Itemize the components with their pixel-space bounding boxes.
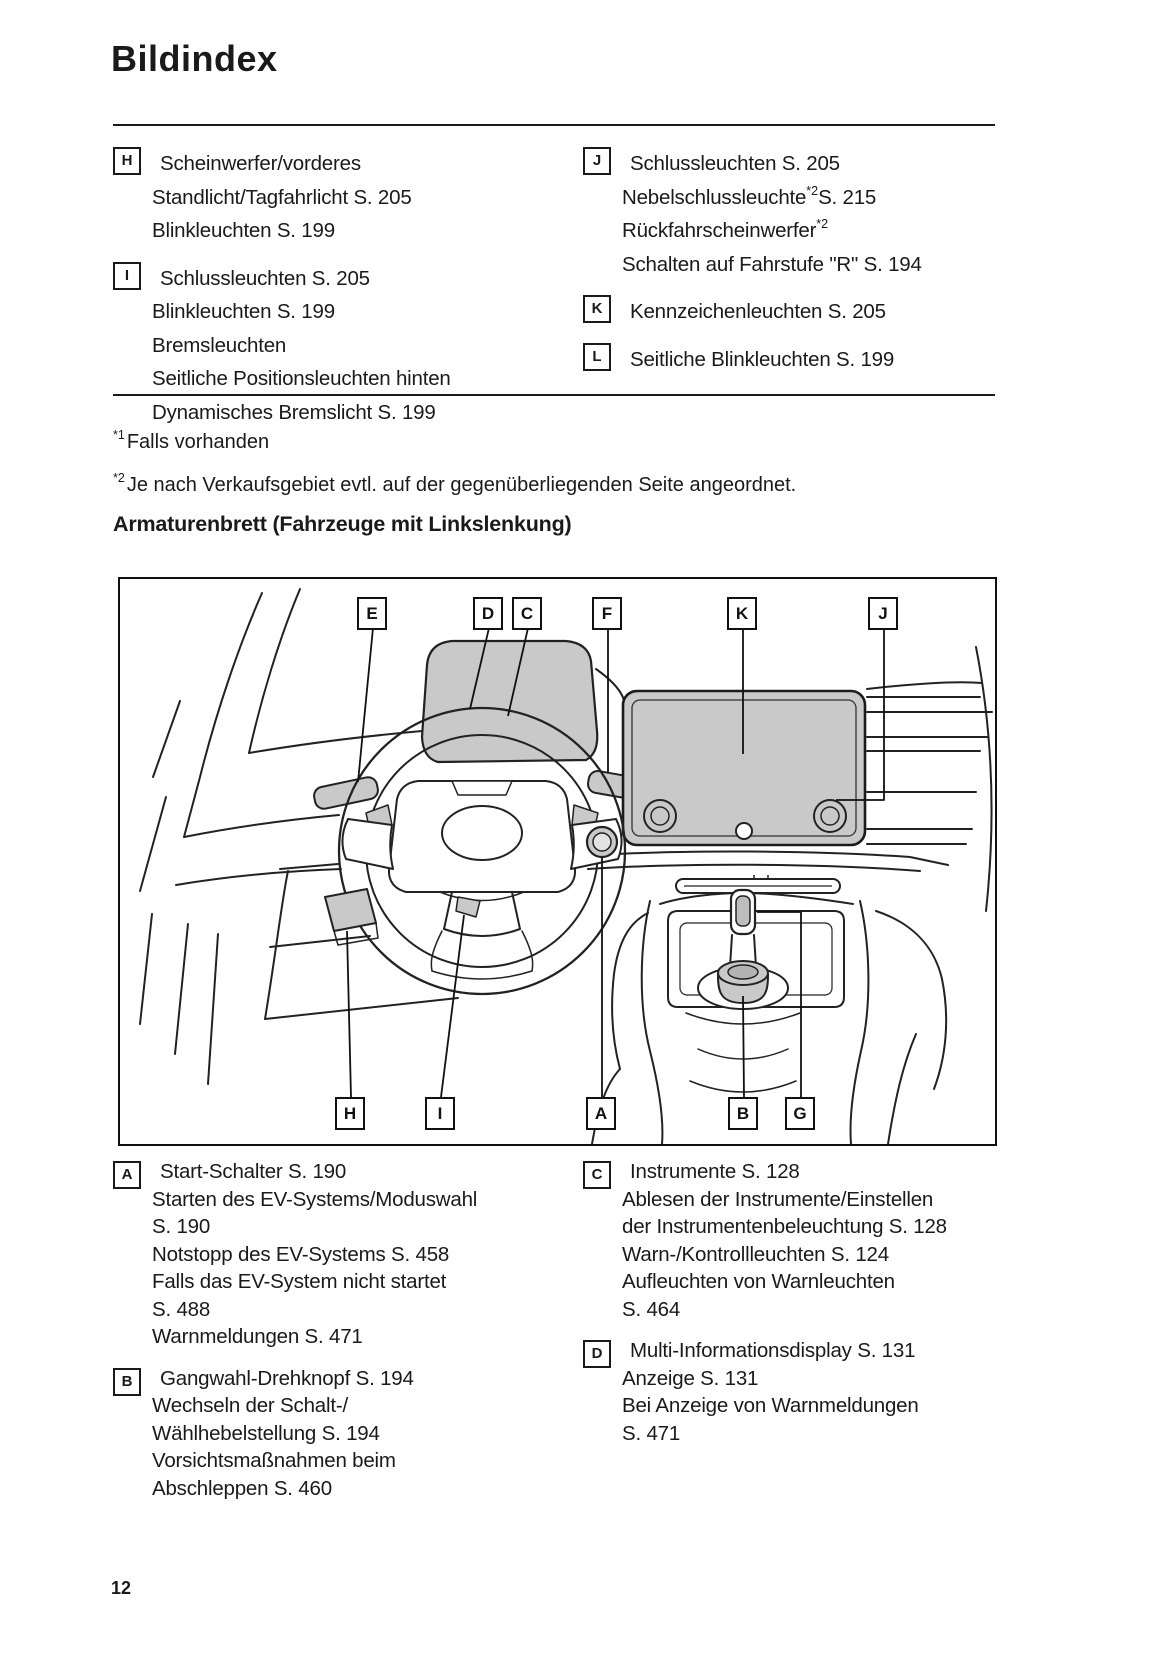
- dashboard-diagram: E D C F K J H I A B G: [118, 577, 997, 1146]
- gear-selector-knob: [697, 960, 789, 1010]
- index-line: Dynamisches Bremslicht S. 199: [152, 400, 436, 424]
- light-control-panel: [324, 888, 379, 946]
- index-line: Start-Schalter S. 190: [160, 1160, 347, 1183]
- letter-badge-d: D: [583, 1340, 611, 1368]
- index-entry-a: A Start-Schalter S. 190 Starten des EV-S…: [113, 1158, 553, 1351]
- dashboard-illustration: [139, 588, 993, 1144]
- index-line: Schlussleuchten S. 205: [160, 266, 370, 290]
- left-stalk: [313, 776, 379, 810]
- letter-badge-j: J: [583, 147, 611, 175]
- leader-lines: [346, 627, 885, 1098]
- controls-index-right-column: C Instrumente S. 128 Ablesen der Instrum…: [583, 1158, 1023, 1461]
- callout-b: B: [728, 1097, 758, 1130]
- index-line: Falls das EV-System nicht startet: [152, 1270, 447, 1293]
- callout-j: J: [868, 597, 898, 630]
- divider-top: [113, 124, 995, 126]
- park-switch: [729, 888, 757, 936]
- index-line: der Instrumentenbeleuchtung S. 128: [622, 1215, 947, 1238]
- center-air-vent: [675, 875, 841, 894]
- callout-g: G: [785, 1097, 815, 1130]
- callout-c: C: [512, 597, 542, 630]
- index-line: Seitliche Positionsleuchten hinten: [152, 367, 451, 390]
- index-line: Abschleppen S. 460: [152, 1476, 332, 1500]
- divider-bottom: [113, 394, 995, 396]
- section-heading: Armaturenbrett (Fahrzeuge mit Linkslenku…: [113, 512, 572, 536]
- index-line: Ablesen der Instrumente/Einstellen: [622, 1187, 934, 1211]
- lights-index-right-column: J Schlussleuchten S. 205 Nebelschlussleu…: [583, 144, 1023, 387]
- index-entry-d: D Multi-Informationsdisplay S. 131 Anzei…: [583, 1337, 1023, 1447]
- lights-index-left-column: H Scheinwerfer/vorderes Standlicht/Tagfa…: [113, 144, 553, 440]
- index-line: Instrumente S. 128: [630, 1160, 800, 1183]
- letter-badge-k: K: [583, 295, 611, 323]
- callout-e: E: [357, 597, 387, 630]
- callout-h: H: [335, 1097, 365, 1130]
- letter-badge-l: L: [583, 342, 611, 371]
- index-line: Schlussleuchten S. 205: [630, 152, 840, 175]
- index-line: S. 190: [152, 1215, 211, 1238]
- index-line: Multi-Informationsdisplay S. 131: [630, 1339, 916, 1362]
- callout-i: I: [425, 1097, 455, 1130]
- index-line: Wählhebelstellung S. 194: [152, 1421, 380, 1445]
- index-entry-c: C Instrumente S. 128 Ablesen der Instrum…: [583, 1158, 1023, 1323]
- index-line: Gangwahl-Drehknopf S. 194: [160, 1366, 414, 1390]
- letter-badge-h: H: [113, 147, 141, 175]
- index-line: Blinkleuchten S. 199: [152, 300, 335, 323]
- callout-k: K: [727, 597, 757, 630]
- index-line: Seitliche Blinkleuchten S. 199: [630, 347, 895, 371]
- index-entry-k: K Kennzeichenleuchten S. 205: [583, 292, 1023, 326]
- start-switch: [585, 825, 619, 859]
- index-line: Bei Anzeige von Warnmeldungen: [622, 1394, 919, 1417]
- index-entry-j: J Schlussleuchten S. 205 Nebelschlussleu…: [583, 144, 1023, 278]
- index-line: Scheinwerfer/vorderes: [160, 152, 361, 175]
- infotainment-display: [621, 689, 867, 847]
- instrument-cluster: [420, 639, 599, 764]
- index-line: S. 464: [622, 1297, 681, 1321]
- page-title: Bildindex: [111, 38, 278, 79]
- index-line: Vorsichtsmaßnahmen beim: [152, 1449, 396, 1472]
- index-line: Wechseln der Schalt-/: [152, 1394, 348, 1417]
- index-entry-l: L Seitliche Blinkleuchten S. 199: [583, 340, 1023, 374]
- index-line: Nebelschlussleuchte*2S. 215: [622, 183, 877, 209]
- controls-index-left-column: A Start-Schalter S. 190 Starten des EV-S…: [113, 1158, 553, 1516]
- index-line: Starten des EV-Systems/Moduswahl: [152, 1187, 478, 1211]
- index-line: Aufleuchten von Warnleuchten: [622, 1270, 895, 1293]
- index-line: S. 488: [152, 1297, 211, 1321]
- letter-badge-b: B: [113, 1367, 141, 1396]
- letter-badge-c: C: [583, 1161, 611, 1189]
- index-line: Notstopp des EV-Systems S. 458: [152, 1242, 450, 1266]
- controls-index: A Start-Schalter S. 190 Starten des EV-S…: [113, 1158, 995, 1518]
- callout-d: D: [473, 597, 503, 630]
- index-line: Schalten auf Fahrstufe "R" S. 194: [622, 252, 922, 276]
- index-line: Blinkleuchten S. 199: [152, 219, 335, 242]
- page-number: 12: [111, 1578, 132, 1598]
- body-lines: [139, 588, 993, 1144]
- index-line: Bremsleuchten: [152, 333, 287, 357]
- letter-badge-i: I: [113, 261, 141, 290]
- index-line: S. 471: [622, 1421, 681, 1445]
- lights-index: H Scheinwerfer/vorderes Standlicht/Tagfa…: [113, 144, 995, 424]
- index-line: Warnmeldungen S. 471: [152, 1325, 363, 1348]
- callout-f: F: [592, 597, 622, 630]
- index-line: Standlicht/Tagfahrlicht S. 205: [152, 185, 412, 209]
- index-entry-b: B Gangwahl-Drehknopf S. 194 Wechseln der…: [113, 1365, 553, 1503]
- index-entry-i: I Schlussleuchten S. 205 Blinkleuchten S…: [113, 259, 553, 427]
- index-line: Warn-/Kontrollleuchten S. 124: [622, 1242, 889, 1266]
- index-line: Anzeige S. 131: [622, 1366, 759, 1390]
- letter-badge-a: A: [113, 1161, 141, 1189]
- index-line: Kennzeichenleuchten S. 205: [630, 300, 886, 323]
- callout-a: A: [586, 1097, 616, 1130]
- index-entry-h: H Scheinwerfer/vorderes Standlicht/Tagfa…: [113, 144, 553, 245]
- index-line: Rückfahrscheinwerfer*2: [622, 217, 829, 242]
